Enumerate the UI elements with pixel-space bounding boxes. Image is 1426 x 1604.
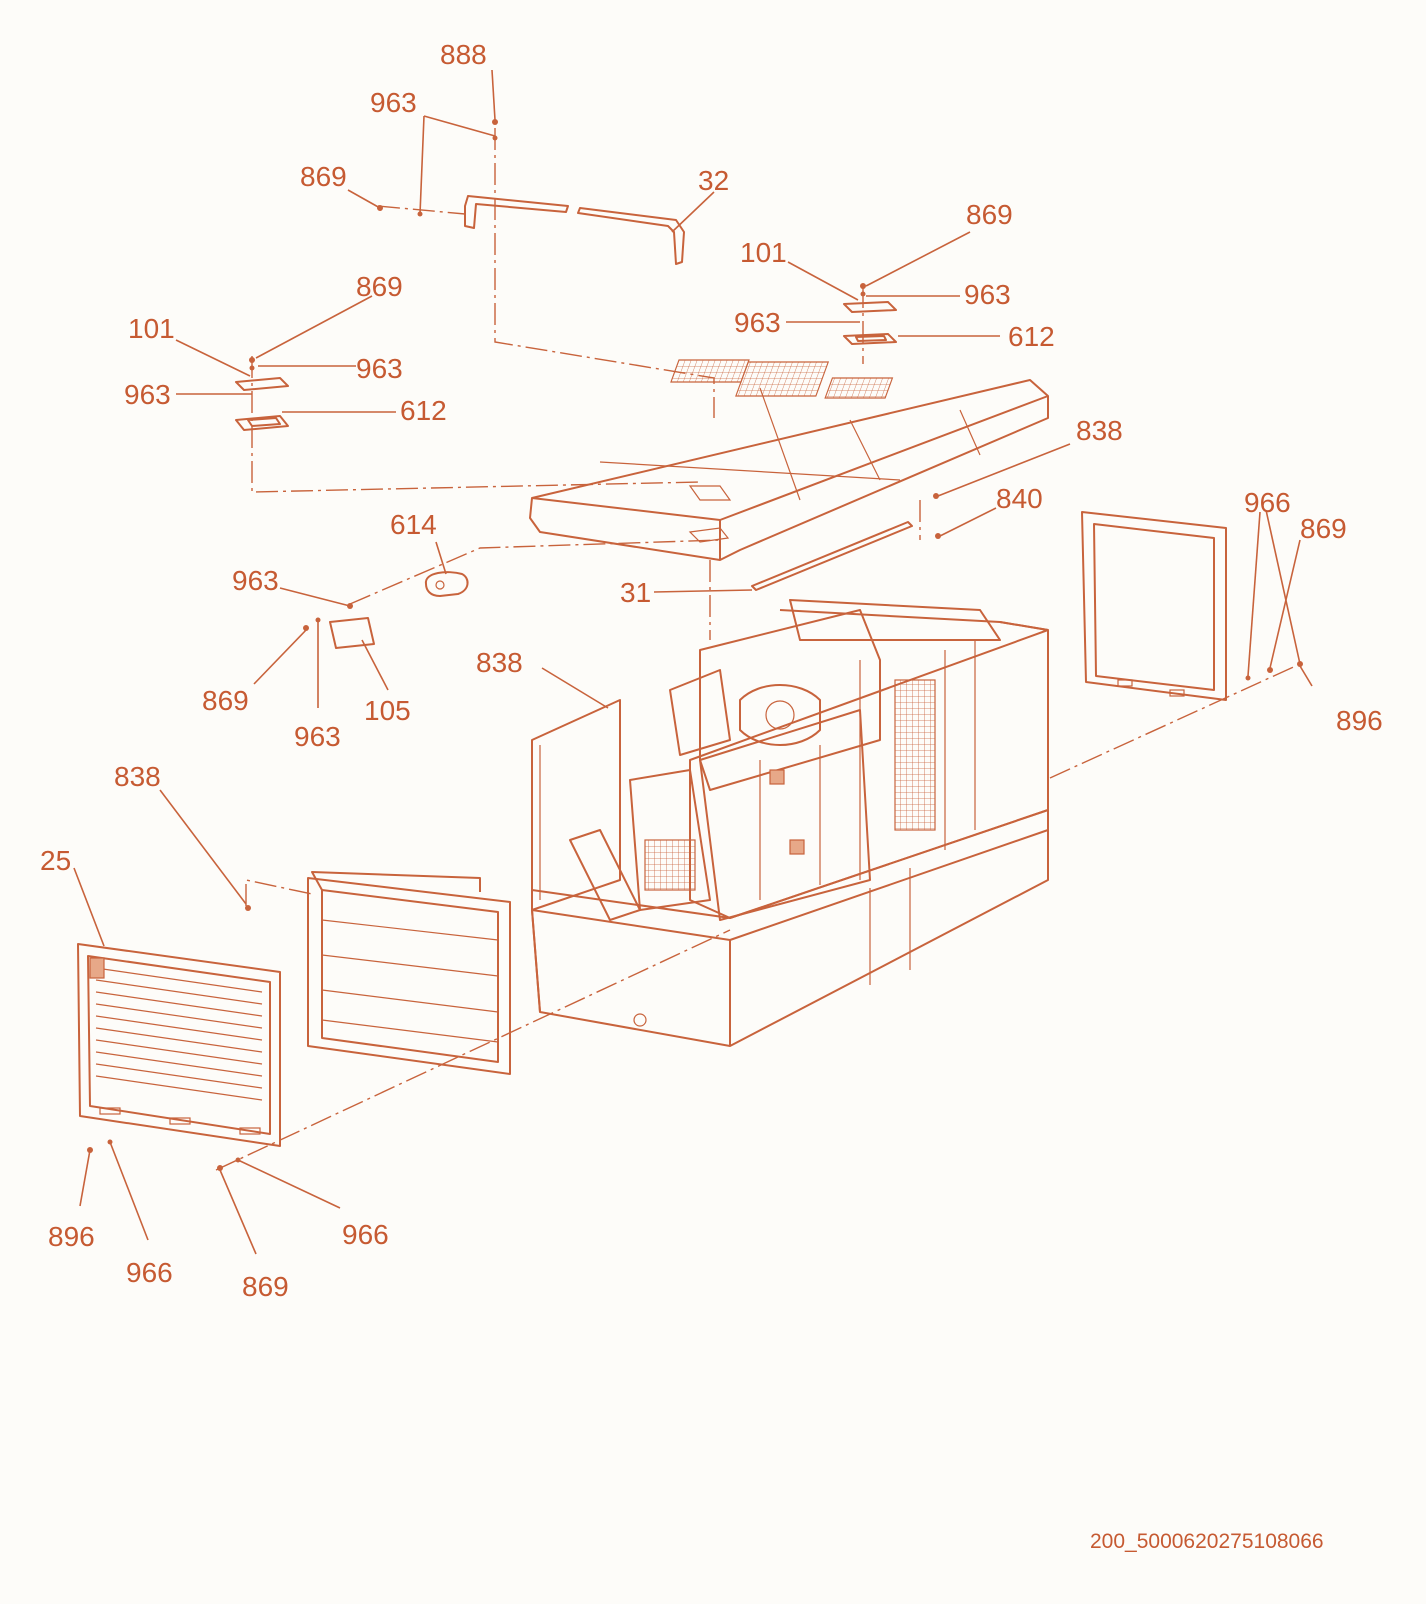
callout-963: 963 xyxy=(124,379,171,410)
cover-614 xyxy=(424,571,469,597)
strip-31 xyxy=(751,521,913,591)
callout-838: 838 xyxy=(114,761,161,792)
callout-25: 25 xyxy=(40,845,71,876)
enclosure-right-frame xyxy=(689,609,1049,919)
callout-888: 888 xyxy=(440,39,487,70)
callout-869: 869 xyxy=(242,1271,289,1302)
right-end-panel xyxy=(1081,511,1227,701)
callout-963: 963 xyxy=(232,565,279,596)
lifting-bracket-left xyxy=(464,195,569,229)
roof-canopy xyxy=(529,359,1049,561)
callout-612: 612 xyxy=(400,395,447,426)
callout-101: 101 xyxy=(128,313,175,344)
callout-labels: 888 963 869 32 869 101 963 963 612 869 1… xyxy=(40,39,1383,1302)
grille-panel xyxy=(77,943,281,1147)
callout-963: 963 xyxy=(356,353,403,384)
callout-612: 612 xyxy=(1008,321,1055,352)
callout-869: 869 xyxy=(966,199,1013,230)
enclosure-left-panel xyxy=(531,699,621,911)
cover-plate-left xyxy=(235,377,289,391)
lifting-bracket-right xyxy=(577,207,685,265)
callout-963: 963 xyxy=(294,721,341,752)
callout-32: 32 xyxy=(698,165,729,196)
center-lines xyxy=(215,128,1301,1171)
callout-101: 101 xyxy=(740,237,787,268)
callout-963: 963 xyxy=(734,307,781,338)
drawing-code: 200_5000620275108066 xyxy=(1090,1530,1324,1553)
leader-lines xyxy=(73,69,1313,1255)
callout-869: 869 xyxy=(1300,513,1347,544)
callout-31: 31 xyxy=(620,577,651,608)
callout-869: 869 xyxy=(300,161,347,192)
gasket-left xyxy=(235,415,289,431)
callout-896: 896 xyxy=(1336,705,1383,736)
cover-plate-right xyxy=(843,301,897,313)
callout-963: 963 xyxy=(370,87,417,118)
callout-963: 963 xyxy=(964,279,1011,310)
callout-869: 869 xyxy=(356,271,403,302)
callout-840: 840 xyxy=(996,483,1043,514)
callout-869: 869 xyxy=(202,685,249,716)
callout-614: 614 xyxy=(390,509,437,540)
callout-966: 966 xyxy=(342,1219,389,1250)
callout-966: 966 xyxy=(126,1257,173,1288)
plate-105 xyxy=(329,617,375,649)
callout-896: 896 xyxy=(48,1221,95,1252)
callout-105: 105 xyxy=(364,695,411,726)
gasket-right xyxy=(843,333,897,345)
callout-838: 838 xyxy=(476,647,523,678)
louver-frame xyxy=(307,871,511,1075)
engine-assembly xyxy=(569,599,1001,921)
callout-966: 966 xyxy=(1244,487,1291,518)
callout-838: 838 xyxy=(1076,415,1123,446)
